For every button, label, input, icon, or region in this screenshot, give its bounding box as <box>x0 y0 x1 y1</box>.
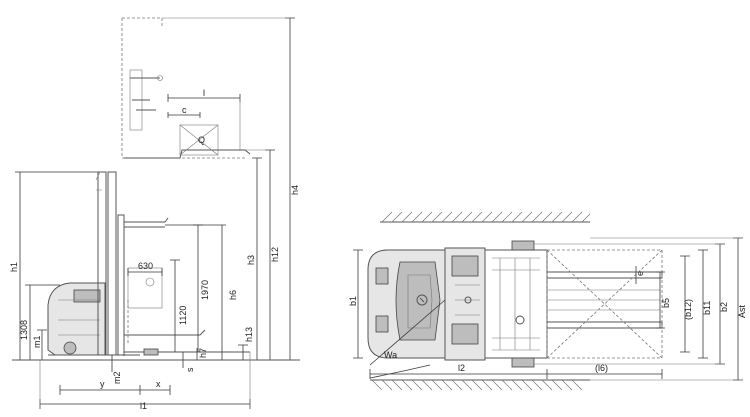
dimension-l: l <box>167 88 241 102</box>
label-h13: h13 <box>244 327 254 342</box>
forks-top <box>546 271 663 329</box>
aisle-wall-bottom <box>370 379 590 391</box>
dimension-b1: b1 <box>348 249 363 359</box>
label-Ast: Ast <box>737 304 747 318</box>
label-l6: (l6) <box>595 363 608 373</box>
top-view: Wa b1 l2 (l6) e b5 (b12) <box>348 211 747 391</box>
dimension-1308: 1308 <box>19 284 60 360</box>
label-h3: h3 <box>246 255 256 265</box>
label-l2: l2 <box>458 363 465 373</box>
dimension-s: s <box>182 352 195 372</box>
aisle-wall-top <box>380 211 591 223</box>
label-h4: h4 <box>290 185 300 195</box>
dimension-l6: (l6) <box>547 363 663 379</box>
dimension-m2: m2 <box>111 355 122 384</box>
dimension-m1: m1 <box>32 329 47 360</box>
side-view: Q l c h4 h12 h3 <box>9 17 300 411</box>
dimension-y: y <box>59 379 140 395</box>
load-backrest <box>124 267 206 345</box>
reach-section <box>484 240 548 368</box>
dimension-630: 630 <box>127 261 163 276</box>
raised-cab: Q <box>121 17 251 159</box>
label-x: x <box>156 379 161 389</box>
dimension-h3: h3 <box>246 157 262 360</box>
label-b2: b2 <box>719 302 729 312</box>
dimension-x: x <box>139 379 171 395</box>
pallet-outline <box>546 249 663 359</box>
dimension-Ast: Ast <box>590 237 747 381</box>
label-m1: m1 <box>32 335 42 348</box>
label-e: e <box>635 271 645 276</box>
label-h6: h6 <box>228 290 238 300</box>
turning-radius: Wa <box>369 299 446 379</box>
label-l: l <box>203 88 205 98</box>
truck-body <box>47 282 140 356</box>
label-630: 630 <box>138 261 153 271</box>
label-b5: b5 <box>661 298 671 308</box>
dimension-1120: 1120 <box>170 259 188 352</box>
dimension-c: c <box>167 98 241 150</box>
label-1970: 1970 <box>200 280 210 300</box>
label-y: y <box>100 379 105 389</box>
dimension-b5: b5 <box>655 271 671 329</box>
mast <box>95 171 169 356</box>
dimension-b11: b11 <box>698 249 712 359</box>
label-s: s <box>185 367 195 372</box>
dimension-b2: b2 <box>534 243 729 365</box>
dimension-e: e <box>635 266 645 284</box>
dimension-h7: h7 <box>196 348 208 360</box>
dimension-h6: h6 <box>165 224 238 360</box>
label-1308: 1308 <box>19 320 29 340</box>
label-Wa: Wa <box>384 350 397 360</box>
forks <box>123 348 250 356</box>
label-c: c <box>182 105 187 115</box>
truck-chassis <box>367 249 446 359</box>
label-l1: l1 <box>140 401 147 411</box>
label-b12: (b12) <box>683 299 693 320</box>
label-h1: h1 <box>9 262 19 272</box>
dimension-h13: h13 <box>238 327 254 360</box>
label-h7: h7 <box>198 348 208 358</box>
dimension-l1: l1 <box>39 352 251 411</box>
label-b11: b11 <box>702 301 712 315</box>
label-m2: m2 <box>112 371 122 384</box>
label-h12: h12 <box>270 247 280 262</box>
label-1120: 1120 <box>178 306 188 325</box>
carriage-block <box>444 247 486 361</box>
dimension-b12: (b12) <box>680 255 693 353</box>
label-b1: b1 <box>348 296 358 306</box>
label-Q: Q <box>198 135 205 145</box>
